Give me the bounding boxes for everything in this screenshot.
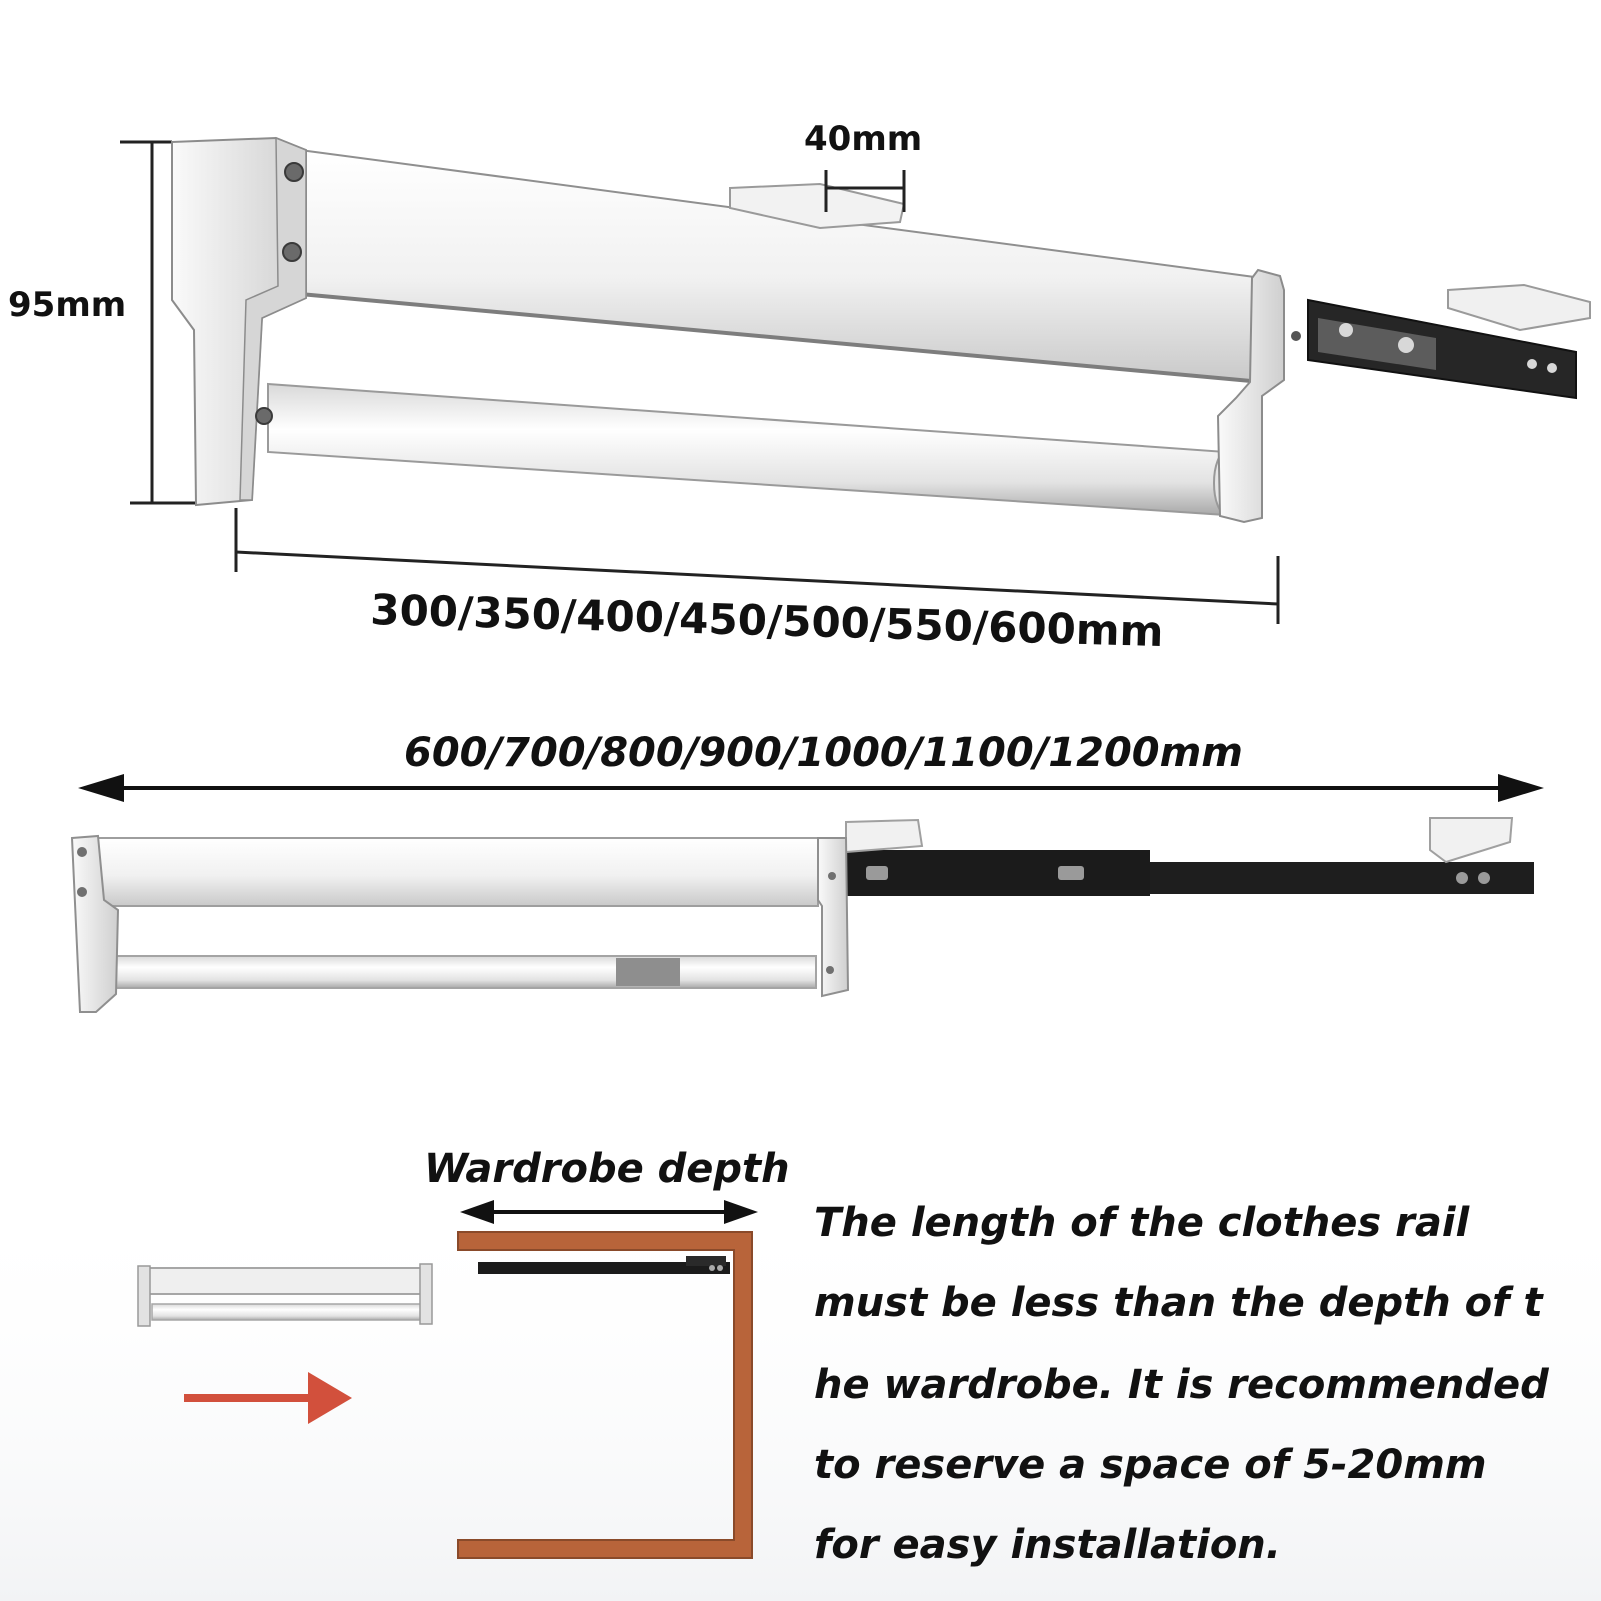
height-dimension-line — [120, 140, 196, 505]
bracket-screw — [1291, 331, 1301, 341]
note-line-2: must be less than the depth of t — [814, 1280, 1544, 1326]
slide-rail-rivet — [1339, 323, 1557, 373]
note-line-3: he wardrobe. It is recommended — [814, 1362, 1549, 1408]
note-line-5: for easy installation. — [814, 1522, 1281, 1568]
extended-slide-rail — [846, 850, 1150, 896]
figure-extended-rail: 600/700/800/900/1000/1100/1200mm — [70, 730, 1544, 1013]
bracket-screw — [77, 847, 836, 974]
slide-width-dimension-line — [824, 170, 906, 212]
wardrobe-depth-arrow — [460, 1200, 758, 1224]
height-dimension-label: 95mm — [8, 285, 126, 325]
small-rail-illustration — [137, 1263, 433, 1327]
length-dimension-label: 300/350/400/450/500/550/600mm — [370, 585, 1164, 656]
rail-rod-clip — [616, 958, 680, 986]
hanging-rod — [267, 382, 1227, 517]
rail-rod — [111, 955, 817, 989]
length-dimension-line — [234, 508, 1280, 624]
wardrobe-depth-label: Wardrobe depth — [424, 1146, 790, 1192]
insert-direction-arrow — [184, 1372, 352, 1424]
mounting-plate-top — [845, 818, 924, 854]
bar-shadow-edge — [299, 292, 1263, 384]
left-end-bracket — [70, 834, 120, 1013]
mounting-plate-top — [729, 182, 906, 230]
rail-top-bar — [95, 837, 819, 907]
note-line-1: The length of the clothes rail — [814, 1200, 1471, 1246]
mounting-plate-rear — [1429, 817, 1514, 864]
note-line-4: to reserve a space of 5-20mm — [814, 1442, 1487, 1488]
extended-dimension-label: 600/700/800/900/1000/1100/1200mm — [404, 730, 1243, 776]
mounting-plate-rear — [1447, 283, 1591, 332]
figure-wardrobe-depth: Wardrobe depth The length of t — [0, 1146, 1601, 1601]
cabinet-slide-rail — [478, 1256, 730, 1274]
slide-rail-rivet — [866, 866, 1490, 884]
wardrobe-cabinet-outline — [457, 1231, 753, 1559]
left-bracket-face — [239, 136, 307, 501]
right-end-bracket — [1216, 268, 1285, 524]
right-end-bracket — [817, 837, 850, 998]
extended-slide-rail-tail — [1150, 862, 1534, 894]
bracket-screw — [255, 162, 304, 425]
slide-rail — [1307, 298, 1577, 400]
extended-dimension-arrow — [78, 774, 1544, 802]
slide-width-dimension-label: 40mm — [804, 119, 922, 159]
figure-retracted-rail: 95mm 40mm — [8, 119, 1591, 656]
